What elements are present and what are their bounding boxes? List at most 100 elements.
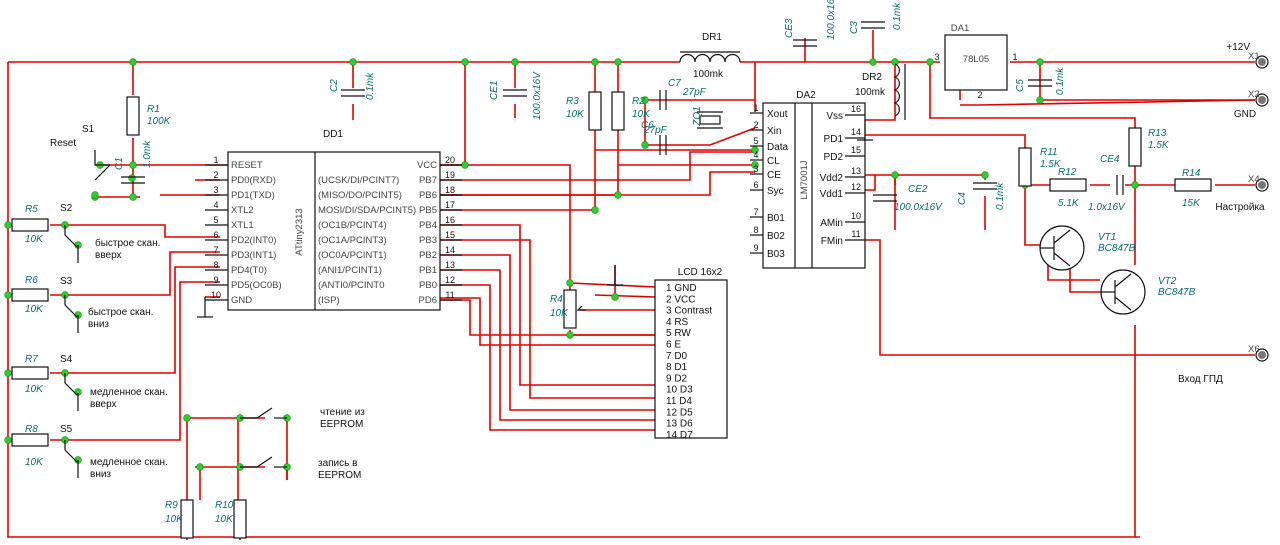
da2-pin-name: CE xyxy=(767,170,781,181)
dd1-body xyxy=(227,151,441,311)
capacitor-ref: CE1 xyxy=(489,81,500,100)
connector-x1: X1+12V xyxy=(1226,42,1269,69)
ground-symbol xyxy=(197,297,213,318)
capacitor-value: 0.1mk xyxy=(892,2,903,30)
wire xyxy=(1024,180,1045,246)
wires xyxy=(7,30,1256,540)
da2-pin-num: 15 xyxy=(851,145,861,155)
dd1-pin-name: PB7 xyxy=(419,175,437,186)
dd1-pin-name: PB3 xyxy=(419,235,437,246)
da2-pin-num: 3 xyxy=(753,164,758,174)
da2-pin-name: Xin xyxy=(767,126,781,137)
da1-body xyxy=(944,34,1008,91)
junction-dot xyxy=(4,221,12,229)
switch-ref: S5 xyxy=(60,424,73,435)
junction-dot xyxy=(183,414,191,422)
junction-dot xyxy=(4,291,12,299)
resistor-ref: R9 xyxy=(165,500,178,511)
switch-label: вниз xyxy=(90,469,111,480)
connector-label: GND xyxy=(1234,109,1256,120)
junction-dot xyxy=(566,331,574,339)
wire xyxy=(440,284,655,431)
capacitor-ref: CE2 xyxy=(908,184,928,195)
resistor-ref: R12 xyxy=(1058,167,1077,178)
switch-ref: S2 xyxy=(60,203,73,214)
lcd-pin: 1 GND xyxy=(666,283,697,294)
da1-pin-out: 1 xyxy=(1012,52,1017,62)
resistor-ref: R10 xyxy=(215,500,234,511)
capacitor-ref: C3 xyxy=(849,21,860,34)
lcd-pin: 14 D7 xyxy=(666,430,693,441)
junction-dot xyxy=(511,58,519,66)
dd1-pin-name: PD1(TXD) xyxy=(231,190,275,201)
wire xyxy=(440,254,655,411)
ground-symbol xyxy=(607,265,623,286)
resistor-ref: R2 xyxy=(632,96,645,107)
lcd-pin: 2 VCC xyxy=(666,294,695,305)
da2-pin-name: B02 xyxy=(767,231,785,242)
wire xyxy=(645,127,756,146)
resistor-value: 10K xyxy=(632,109,651,120)
resistor-ref: R11 xyxy=(1040,147,1058,158)
dd1-pin-num: 3 xyxy=(213,185,218,195)
junction-dot xyxy=(611,293,619,301)
junction-dot xyxy=(129,193,137,201)
dd1-pin-num: 20 xyxy=(445,155,455,165)
resistor-ref: R3 xyxy=(566,96,579,107)
capacitor-value: 27pF xyxy=(643,125,668,136)
da2-part: LM7001J xyxy=(799,160,810,199)
connector-label: +12V xyxy=(1226,42,1250,53)
wire xyxy=(440,171,755,196)
dd1-pin-name: PD4(T0) xyxy=(231,265,267,276)
crystal-ref: ZQ1 xyxy=(692,106,703,126)
ground-symbol xyxy=(857,120,873,141)
da2-pin-num: 13 xyxy=(851,166,861,176)
dd1-pin-num: 18 xyxy=(445,185,455,195)
dd1-pin-alt: MOSI/DI/SDA/PCINT5) xyxy=(318,205,416,216)
resistor-value: 10K xyxy=(550,308,569,319)
dd1-pin-num: 13 xyxy=(445,260,455,270)
da1-pin-in: 3 xyxy=(934,52,939,62)
dd1-pin-alt: (ANTI0/PCINT0 xyxy=(318,280,385,291)
dd1-pin-num: 11 xyxy=(445,290,454,300)
wire xyxy=(440,224,655,386)
capacitor-value: 0.1mk xyxy=(1055,67,1066,95)
resistor-value: 15K xyxy=(1182,198,1201,209)
wire xyxy=(50,281,220,441)
resistor-ref: R8 xyxy=(25,424,38,435)
lcd-pin: 8 D1 xyxy=(666,362,688,373)
capacitor-ref: CE4 xyxy=(1100,154,1120,165)
dd1-pin-num: 1 xyxy=(213,155,218,165)
inductor-value: 100mk xyxy=(855,87,886,98)
capacitor-ref: C5 xyxy=(1015,79,1026,92)
wire xyxy=(594,294,656,298)
da2-pin-num: 14 xyxy=(851,127,861,137)
da2-pin-num: 10 xyxy=(851,211,861,221)
dd1-part: ATtiny2313 xyxy=(294,208,305,255)
wire xyxy=(440,239,655,399)
lcd-pin: 10 D3 xyxy=(666,385,693,396)
switch-label: EEPROM xyxy=(320,419,363,430)
wire xyxy=(464,62,656,288)
dd1-pin-name: PB1 xyxy=(419,265,437,276)
da2-pin-name: CL xyxy=(767,156,780,167)
da2-ref: DA2 xyxy=(796,90,816,101)
wire xyxy=(50,251,220,296)
resistor-value: 100K xyxy=(147,116,172,127)
junction-dot xyxy=(4,436,12,444)
dd1-pin-alt: (OC1A/PCINT3) xyxy=(318,235,387,246)
